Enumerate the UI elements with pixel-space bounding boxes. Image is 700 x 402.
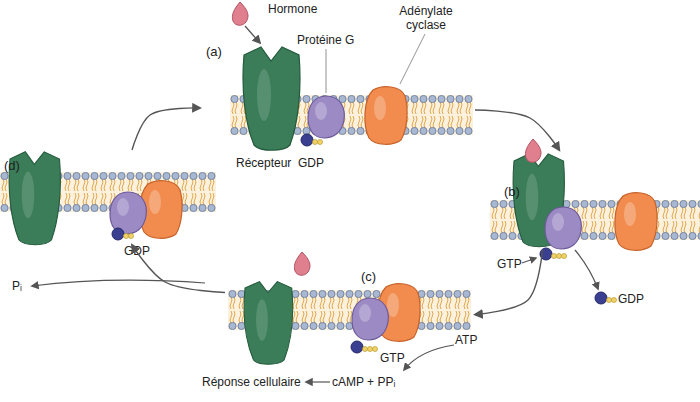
g-protein [545, 207, 581, 249]
panel: (d) [0, 150, 220, 245]
panel: (b) [490, 150, 700, 250]
hormone [294, 252, 310, 275]
adenylate-cyclase [615, 193, 657, 251]
label: GDP [618, 292, 644, 306]
phosphate-arrow [32, 280, 205, 286]
release-arrow [575, 250, 598, 289]
label: GTP [497, 257, 522, 271]
gtp-molecule [540, 248, 567, 260]
reaction-arrow [404, 345, 454, 370]
g-protein [110, 192, 146, 234]
gdp-molecule [112, 228, 134, 240]
pointer-arrow [522, 258, 536, 263]
binding-arrow [245, 26, 260, 43]
label: GTP [380, 351, 405, 365]
adenylate-cyclase [365, 87, 407, 145]
label: cAMP + PPᵢ [332, 375, 395, 389]
g-protein [352, 298, 388, 340]
hormone [525, 139, 541, 162]
label: Pᵢ [12, 279, 22, 293]
label: GDP [124, 244, 150, 258]
panel: (c) [225, 265, 475, 375]
label: ATP [455, 333, 477, 347]
hormone [232, 2, 248, 25]
panel: (a) [200, 38, 475, 138]
label: Récepteur [236, 156, 291, 170]
g-protein [308, 96, 344, 138]
leader-line [400, 34, 425, 84]
label: GDP [298, 156, 324, 170]
label: Adénylate cyclase [390, 4, 462, 32]
response-arrow [306, 381, 330, 382]
label: Hormone [268, 2, 317, 16]
receptor [244, 282, 292, 365]
gdp-molecule [301, 134, 323, 146]
cycle-arrow [475, 110, 559, 150]
panel-letter: (c) [361, 269, 376, 284]
receptor [243, 47, 300, 150]
gdp-molecule [595, 292, 617, 304]
panel-letter: (d) [4, 158, 20, 173]
gtp-molecule [351, 341, 378, 353]
panel-letter: (a) [206, 44, 222, 59]
label: Réponse cellulaire [202, 375, 301, 389]
label: Protéine G [297, 33, 354, 47]
panel-letter: (b) [504, 184, 520, 199]
cycle-arrow [475, 250, 543, 315]
cycle-arrow [132, 108, 200, 150]
leader-line [326, 49, 327, 93]
